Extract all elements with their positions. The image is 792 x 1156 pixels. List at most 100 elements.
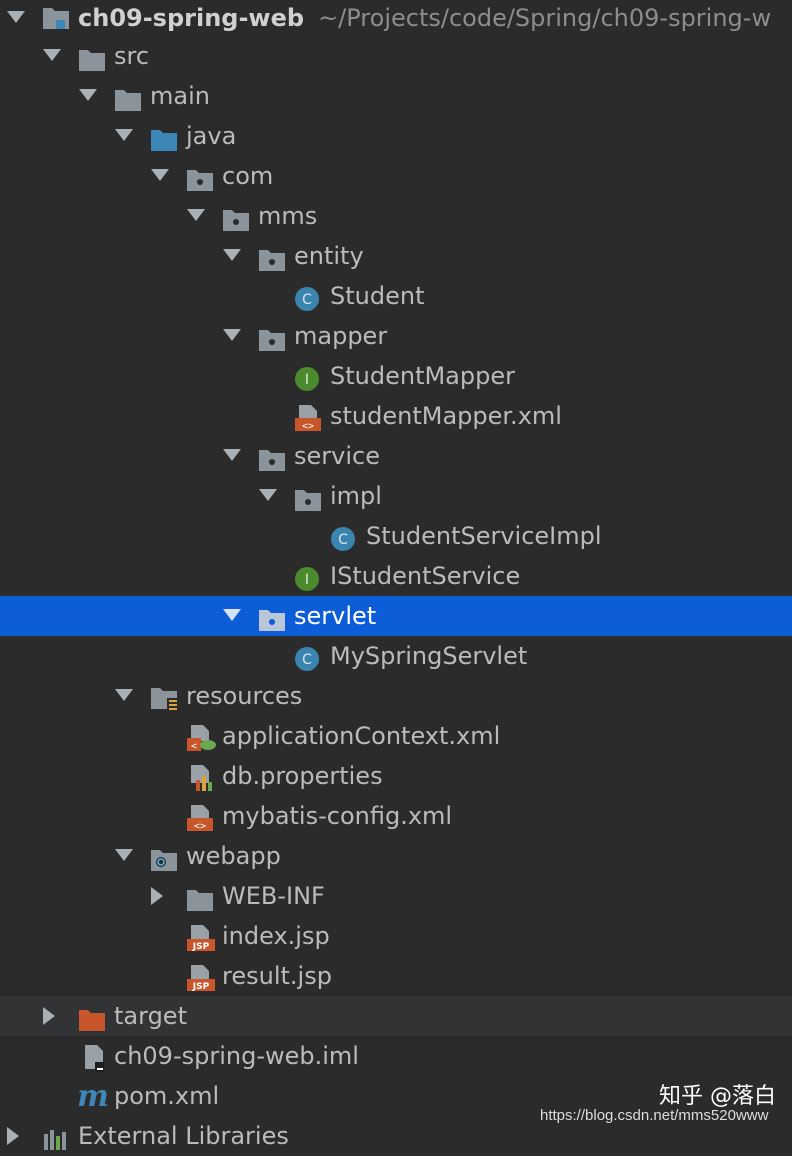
chevron-down-icon[interactable] xyxy=(114,676,136,716)
chevron-down-icon[interactable] xyxy=(114,836,136,876)
tree-label: MySpringServlet xyxy=(330,642,528,670)
package-icon xyxy=(258,244,285,271)
tree-label: StudentServiceImpl xyxy=(366,522,602,550)
tree-row-impl[interactable]: impl xyxy=(0,476,792,516)
tree-label: result.jsp xyxy=(222,962,332,990)
chevron-down-icon[interactable] xyxy=(222,596,244,636)
tree-label: index.jsp xyxy=(222,922,330,950)
tree-row-student-mapper[interactable]: I StudentMapper xyxy=(0,356,792,396)
chevron-right-icon[interactable] xyxy=(42,996,64,1036)
jsp-badge-text: JSP xyxy=(192,942,210,952)
tree-row-my-spring-servlet[interactable]: C MySpringServlet xyxy=(0,636,792,676)
tree-row-main[interactable]: main xyxy=(0,76,792,116)
chevron-down-icon[interactable] xyxy=(222,316,244,356)
chevron-down-icon[interactable] xyxy=(114,116,136,156)
tree-label: ch09-spring-web.iml xyxy=(114,1042,359,1070)
tree-row-iml[interactable]: ch09-spring-web.iml xyxy=(0,1036,792,1076)
tree-row-mybatis-config[interactable]: <> mybatis-config.xml xyxy=(0,796,792,836)
tree-row-servlet[interactable]: servlet xyxy=(0,596,792,636)
chevron-down-icon[interactable] xyxy=(6,0,28,36)
tree-row-db-properties[interactable]: db.properties xyxy=(0,756,792,796)
project-label: ch09-spring-web ~/Projects/code/Spring/ch… xyxy=(78,0,771,36)
jsp-file-icon: JSP xyxy=(186,964,215,992)
tree-row-com[interactable]: com xyxy=(0,156,792,196)
source-url: https://blog.csdn.net/mms520www xyxy=(540,1107,769,1124)
tree-row-entity[interactable]: entity xyxy=(0,236,792,276)
tree-label: External Libraries xyxy=(78,1122,289,1150)
tree-row-resources[interactable]: resources xyxy=(0,676,792,716)
class-icon: C xyxy=(294,644,320,671)
tree-label: WEB-INF xyxy=(222,882,325,910)
tree-row-application-context[interactable]: < applicationContext.xml xyxy=(0,716,792,756)
chevron-down-icon[interactable] xyxy=(186,196,208,236)
package-icon xyxy=(258,604,285,631)
tree-label: applicationContext.xml xyxy=(222,722,501,750)
package-icon xyxy=(258,324,285,351)
tree-label: com xyxy=(222,162,274,190)
tree-row-target[interactable]: target xyxy=(0,996,792,1036)
tree-row-student[interactable]: C Student xyxy=(0,276,792,316)
chevron-right-icon[interactable] xyxy=(150,876,172,916)
tree-row-mms[interactable]: mms xyxy=(0,196,792,236)
tree-row-service[interactable]: service xyxy=(0,436,792,476)
interface-icon-letter: I xyxy=(305,372,309,388)
tree-label: main xyxy=(150,82,210,110)
folder-icon xyxy=(78,44,105,71)
resources-folder-icon xyxy=(150,684,178,711)
class-icon: C xyxy=(294,284,320,311)
jsp-file-icon: JSP xyxy=(186,924,215,952)
spring-xml-file-icon: < xyxy=(186,724,216,752)
tree-row-webapp[interactable]: webapp xyxy=(0,836,792,876)
package-icon xyxy=(294,484,321,511)
chevron-down-icon[interactable] xyxy=(42,36,64,76)
project-name: ch09-spring-web xyxy=(78,4,305,32)
tree-label: mybatis-config.xml xyxy=(222,802,453,830)
tree-row-pom[interactable]: m pom.xml xyxy=(0,1076,792,1116)
tree-row-student-service-impl[interactable]: C StudentServiceImpl xyxy=(0,516,792,556)
tree-row-index-jsp[interactable]: JSP index.jsp xyxy=(0,916,792,956)
class-icon-letter: C xyxy=(338,532,348,548)
tree-label: entity xyxy=(294,242,364,270)
interface-icon-letter: I xyxy=(305,572,309,588)
chevron-down-icon[interactable] xyxy=(78,76,100,116)
watermark: 知乎 @落白 xyxy=(659,1084,776,1109)
project-path: ~/Projects/code/Spring/ch09-spring-w xyxy=(318,4,772,32)
properties-file-icon xyxy=(186,764,212,791)
folder-icon xyxy=(186,884,213,911)
tree-label: db.properties xyxy=(222,762,383,790)
tree-row-web-inf[interactable]: WEB-INF xyxy=(0,876,792,916)
tree-label: StudentMapper xyxy=(330,362,515,390)
xml-file-icon: <> xyxy=(186,804,213,832)
maven-icon-letter: m xyxy=(77,1079,109,1112)
tree-row-java[interactable]: java xyxy=(0,116,792,156)
tree-row-project[interactable]: ch09-spring-web ~/Projects/code/Spring/ch… xyxy=(0,0,792,36)
tree-label: mms xyxy=(258,202,318,230)
chevron-down-icon[interactable] xyxy=(150,156,172,196)
tree-row-student-mapper-xml[interactable]: <> studentMapper.xml xyxy=(0,396,792,436)
xml-file-icon: <> xyxy=(294,404,321,432)
class-icon: C xyxy=(330,524,356,551)
folder-icon xyxy=(114,84,141,111)
tree-row-result-jsp[interactable]: JSP result.jsp xyxy=(0,956,792,996)
jsp-badge-text: JSP xyxy=(192,982,210,992)
interface-icon: I xyxy=(294,564,320,591)
chevron-right-icon[interactable] xyxy=(6,1116,28,1156)
svg-text:<: < xyxy=(191,741,197,752)
tree-row-istudent-service[interactable]: I IStudentService xyxy=(0,556,792,596)
chevron-down-icon[interactable] xyxy=(222,236,244,276)
module-folder-icon xyxy=(42,5,69,31)
package-icon xyxy=(258,444,285,471)
chevron-down-icon[interactable] xyxy=(258,476,280,516)
tree-row-mapper[interactable]: mapper xyxy=(0,316,792,356)
tree-label: impl xyxy=(330,482,382,510)
tree-label: webapp xyxy=(186,842,281,870)
tree-label: pom.xml xyxy=(114,1082,220,1110)
tree-row-src[interactable]: src xyxy=(0,36,792,76)
tree-label: java xyxy=(186,122,237,150)
tree-label: target xyxy=(114,1002,187,1030)
chevron-down-icon[interactable] xyxy=(222,436,244,476)
module-file-icon xyxy=(80,1044,106,1072)
web-folder-icon xyxy=(150,844,177,871)
excluded-folder-icon xyxy=(78,1004,105,1031)
